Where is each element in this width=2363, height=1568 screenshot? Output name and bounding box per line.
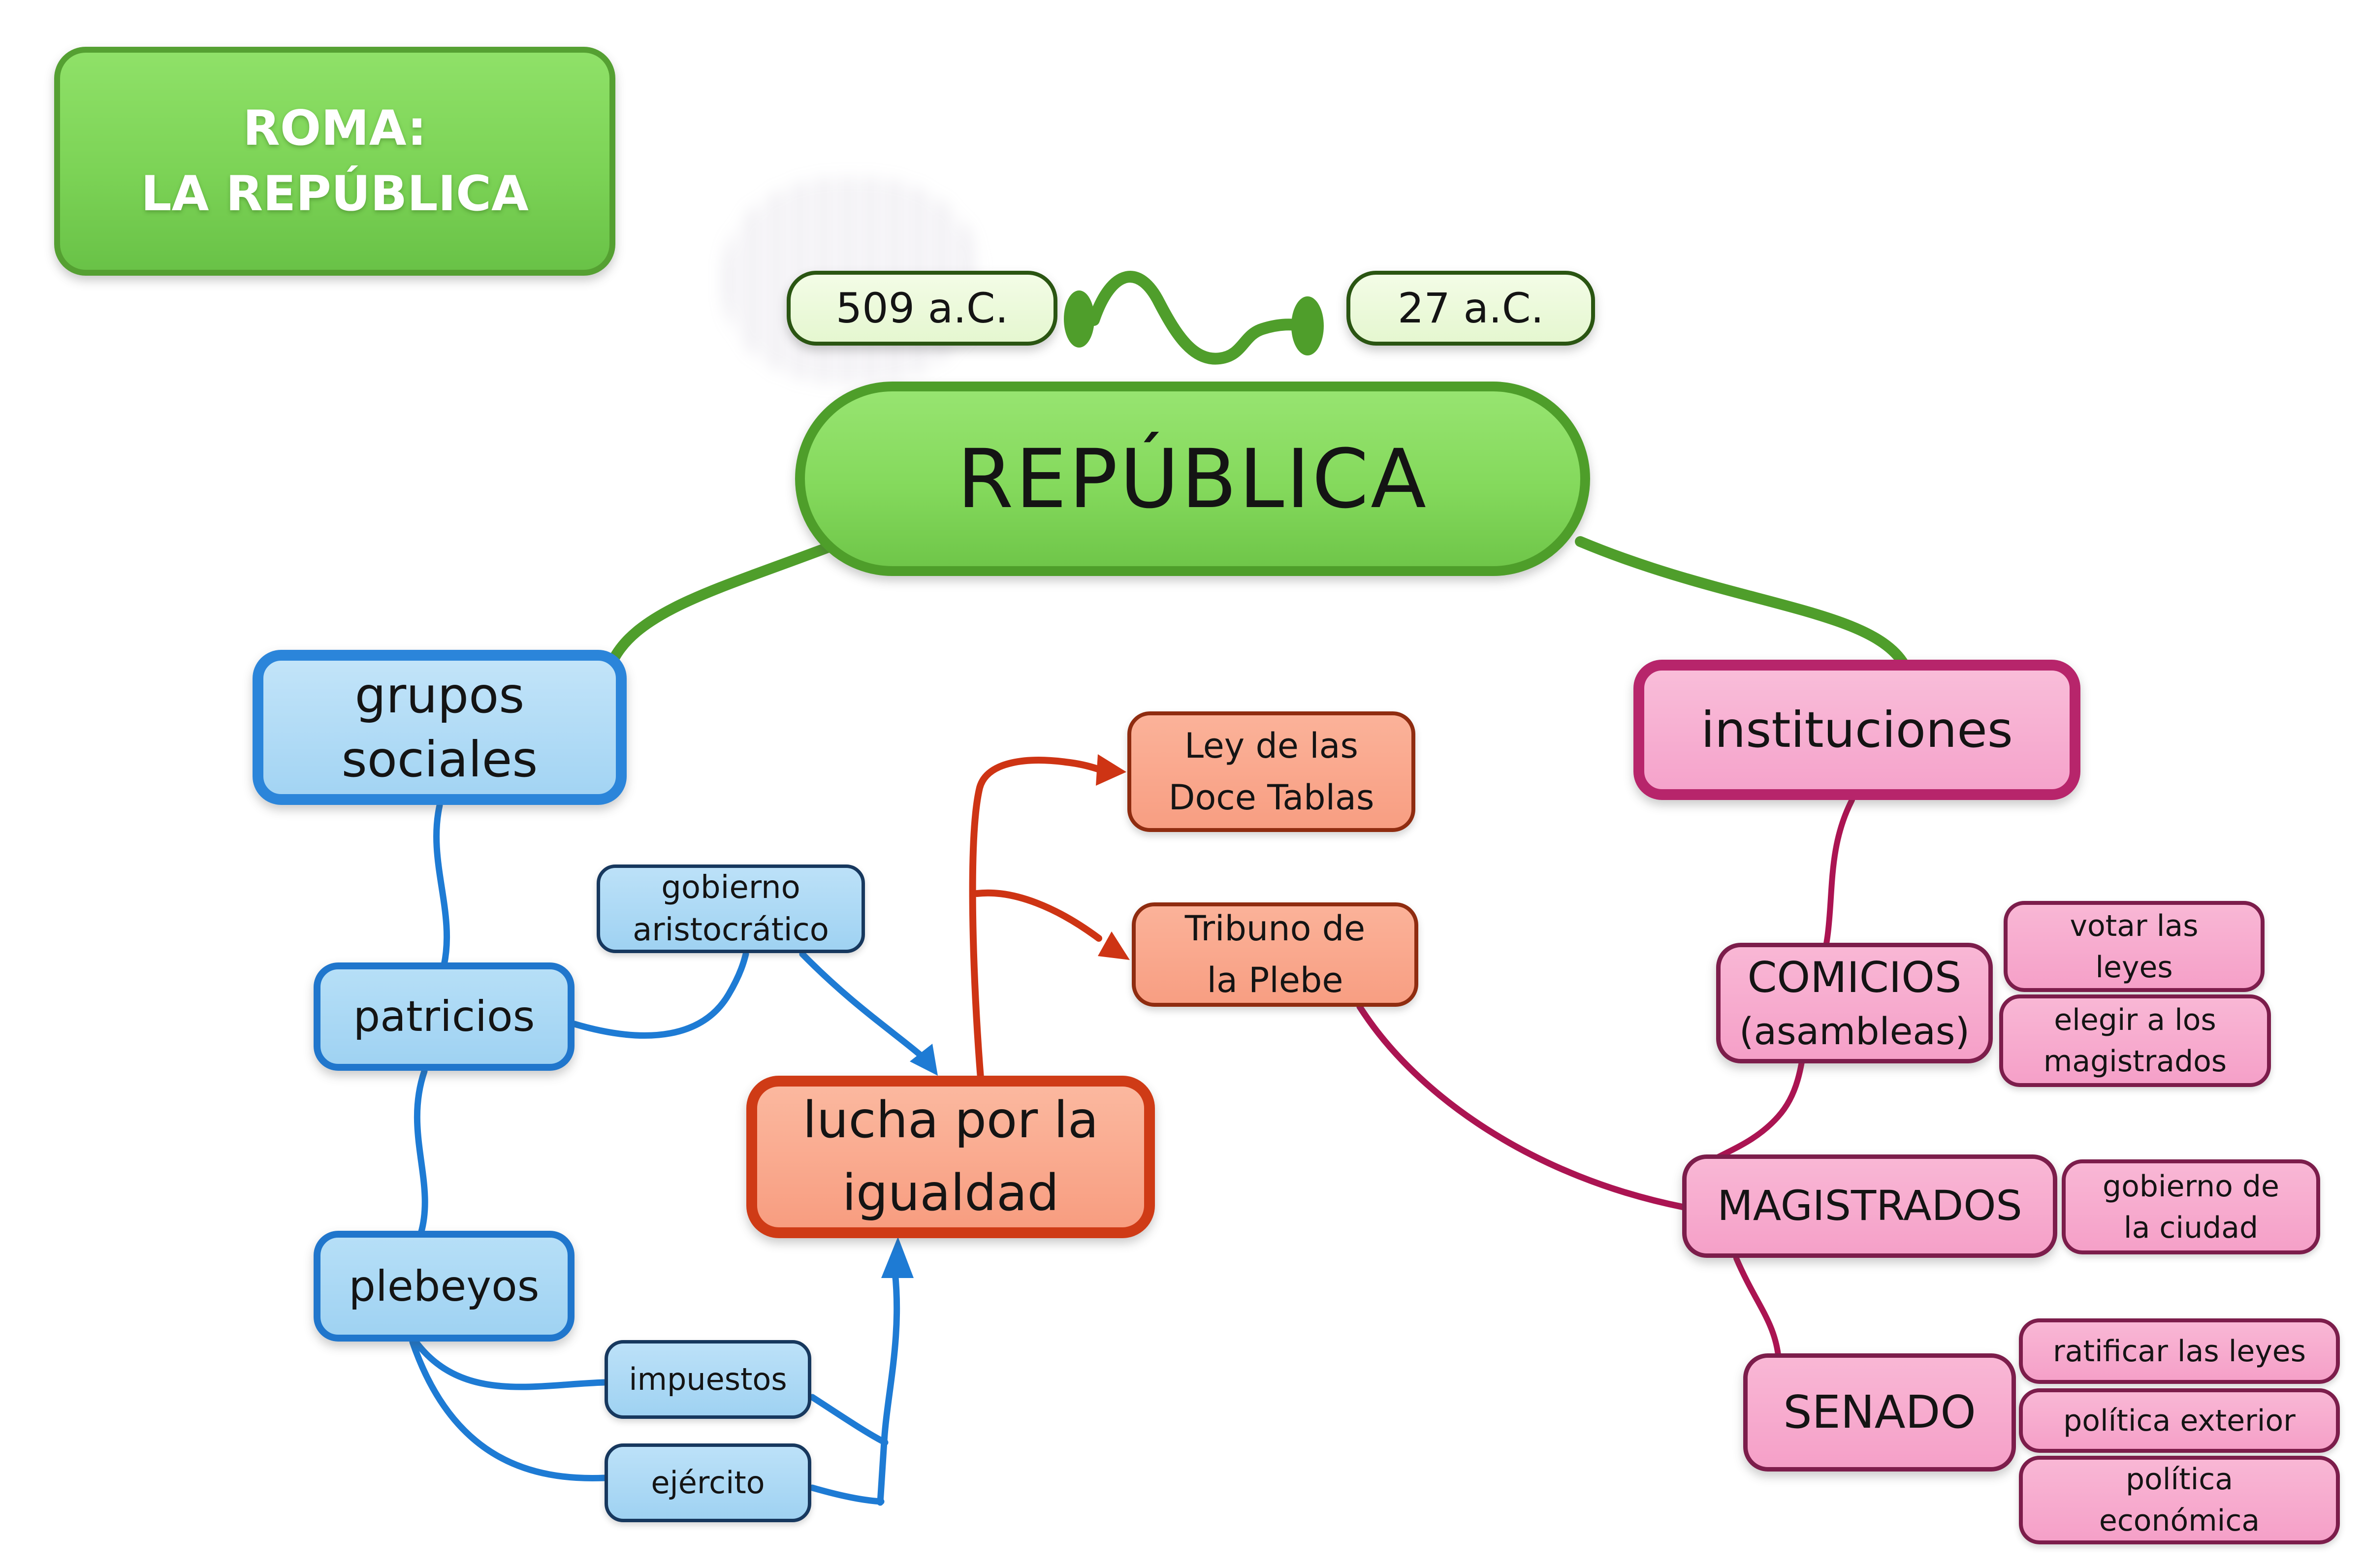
- timeline-dot-right: [1291, 296, 1324, 355]
- node-gob-arist-line1: gobierno: [661, 869, 800, 906]
- node-plebeyos-label: plebeyos: [349, 1261, 540, 1311]
- edge-patricios-plebeyos: [414, 1068, 428, 1237]
- node-instituciones: instituciones: [1633, 660, 2080, 800]
- edge-plebeyos-impuestos: [413, 1339, 608, 1390]
- node-gob-ciudad-line1: gobierno de: [2103, 1169, 2279, 1204]
- node-lucha-line1: lucha por la: [802, 1091, 1099, 1150]
- node-politica-exterior: política exterior: [2019, 1388, 2340, 1453]
- node-tribuno-line1: Tribuno de: [1184, 908, 1366, 949]
- edge-magistrados-senado: [1733, 1255, 1781, 1358]
- node-ley-doce-tablas: Ley de las Doce Tablas: [1127, 711, 1415, 832]
- edge-gobierno-aristocratico-lucha: [799, 951, 925, 1059]
- node-patricios: patricios: [314, 962, 575, 1071]
- node-tribuno-line2: la Plebe: [1207, 960, 1343, 1000]
- node-lucha-igualdad: lucha por la igualdad: [746, 1076, 1155, 1238]
- node-ejercito: ejército: [605, 1443, 811, 1522]
- node-republica: REPÚBLICA: [795, 382, 1590, 576]
- arrowhead-ley: [1096, 754, 1126, 786]
- node-lucha-line2: igualdad: [842, 1164, 1059, 1222]
- timeline-edge: [1088, 271, 1309, 365]
- node-politica-ext-label: política exterior: [2063, 1403, 2296, 1438]
- node-elegir-magistrados: elegir a los magistrados: [1999, 994, 2271, 1087]
- node-magistrados: MAGISTRADOS: [1682, 1154, 2057, 1258]
- edge-grupos-patricios: [433, 802, 450, 968]
- node-impuestos: impuestos: [605, 1340, 811, 1419]
- map-title-line1: ROMA:: [243, 100, 427, 157]
- node-votar-line1: votar las: [2070, 908, 2199, 943]
- node-grupos-sociales: grupos sociales: [253, 650, 627, 805]
- timeline-dot-left: [1064, 290, 1094, 348]
- node-politica-eco-line2: económica: [2099, 1504, 2260, 1538]
- edge-tribuno-magistrados: [1356, 1003, 1687, 1211]
- node-ley-line1: Ley de las: [1184, 725, 1359, 766]
- timeline-end-label: 27 a.C.: [1397, 284, 1544, 332]
- map-title: ROMA: LA REPÚBLICA: [54, 47, 615, 276]
- node-elegir-line1: elegir a los: [2054, 1003, 2216, 1037]
- edge-republica-grupos: [608, 539, 842, 665]
- node-elegir-line2: magistrados: [2043, 1044, 2227, 1079]
- node-republica-label: REPÚBLICA: [957, 431, 1429, 526]
- node-comicios-line2: (asambleas): [1739, 1009, 1970, 1054]
- node-politica-economica: política económica: [2019, 1456, 2340, 1544]
- node-gobierno-aristocratico: gobierno aristocrático: [597, 864, 865, 953]
- edge-impuestos-lucha: [809, 1394, 889, 1446]
- node-grupos-line1: grupos: [354, 666, 525, 724]
- node-patricios-label: patricios: [353, 992, 535, 1041]
- edge-republica-instituciones: [1575, 536, 1910, 670]
- node-politica-eco-line1: política: [2125, 1462, 2234, 1497]
- node-comicios-line1: COMICIOS: [1747, 953, 1962, 1003]
- node-ratificar-label: ratificar las leyes: [2053, 1334, 2306, 1369]
- node-senado-label: SENADO: [1783, 1385, 1976, 1439]
- node-ratificar-leyes: ratificar las leyes: [2019, 1318, 2340, 1384]
- node-gob-arist-line2: aristocrático: [633, 912, 829, 948]
- timeline-end-pill: 27 a.C.: [1346, 271, 1595, 346]
- node-magistrados-label: MAGISTRADOS: [1717, 1182, 2022, 1230]
- edge-lucha-tribuno: [973, 889, 1102, 942]
- node-grupos-line2: sociales: [341, 730, 538, 788]
- node-tribuno-plebe: Tribuno de la Plebe: [1132, 902, 1418, 1007]
- node-votar-line2: leyes: [2095, 950, 2173, 985]
- arrowhead-lucha-bottom: [881, 1237, 914, 1278]
- node-gob-ciudad-line2: la ciudad: [2123, 1210, 2259, 1245]
- edge-ejercito-lucha: [809, 1484, 885, 1505]
- edge-merge-lucha-bottom: [877, 1269, 900, 1506]
- node-instituciones-label: instituciones: [1701, 701, 2013, 759]
- map-title-line2: LA REPÚBLICA: [141, 165, 529, 222]
- node-impuestos-label: impuestos: [629, 1361, 787, 1398]
- edge-lucha-ley: [969, 757, 1101, 1082]
- arrowhead-tribuno: [1098, 931, 1130, 960]
- node-comicios: COMICIOS (asambleas): [1716, 943, 1993, 1063]
- node-ley-line2: Doce Tablas: [1168, 777, 1374, 818]
- edge-plebeyos-ejercito: [409, 1339, 608, 1481]
- timeline-start-label: 509 a.C.: [835, 284, 1009, 332]
- timeline-start-pill: 509 a.C.: [787, 271, 1057, 346]
- node-plebeyos: plebeyos: [314, 1231, 575, 1342]
- node-gobierno-ciudad: gobierno de la ciudad: [2062, 1159, 2320, 1254]
- edge-patricios-gobierno-aristocratico: [571, 951, 749, 1039]
- node-votar-leyes: votar las leyes: [2004, 901, 2265, 992]
- arrowhead-lucha-topleft: [910, 1044, 938, 1076]
- node-ejercito-label: ejército: [651, 1465, 765, 1501]
- node-senado: SENADO: [1743, 1353, 2016, 1472]
